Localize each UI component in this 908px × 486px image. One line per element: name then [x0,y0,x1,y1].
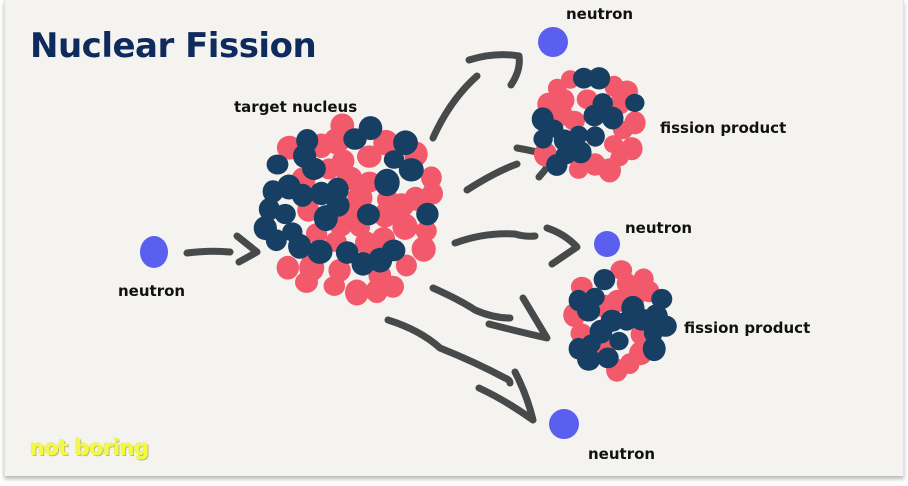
nucleon-proton [276,255,299,280]
nucleon-proton [355,231,378,255]
nucleon-proton [547,78,567,99]
nucleon-neutron [593,269,616,291]
nucleon-proton [604,135,624,154]
nucleon-neutron [274,203,296,225]
nucleon-neutron [288,233,312,259]
nucleon-proton [610,149,629,167]
arrow-to-bottom-neutron [384,316,537,424]
arrow-to-top-neutron [429,51,523,142]
nucleon-neutron [358,116,383,141]
nucleon-neutron [544,119,564,138]
emitted-neutron-top [538,27,568,57]
nucleon-neutron [570,141,592,164]
nucleon-neutron [335,241,359,264]
emitted-neutron-bottom [549,409,579,439]
nucleon-neutron [374,168,400,197]
nucleon-neutron [383,150,405,169]
nucleon-proton [411,236,436,262]
arrow-to-middle-neutron [451,224,581,268]
label-target-nucleus: target nucleus [234,98,358,116]
nucleon-neutron [546,154,568,176]
nucleon-proton [331,149,355,173]
nucleon-neutron [393,130,418,155]
label-neutron-bottom: neutron [588,445,656,463]
nucleon-neutron [585,126,605,147]
arrow-head [485,294,551,342]
nucleon-neutron [326,194,350,217]
label-neutron-middle: neutron [625,219,693,237]
fission-product-bottom [563,260,677,382]
nucleon-proton [365,279,388,304]
fission-illustration [140,27,677,439]
nucleon-proton [568,159,589,179]
nucleon-proton [610,260,633,280]
arrow-head [475,368,537,424]
diagram-card: Nuclear Fission [4,0,904,476]
label-incoming-neutron: neutron [118,282,186,300]
nucleon-proton [345,279,369,306]
nucleon-neutron [307,239,333,264]
incoming-neutron [140,236,168,268]
nucleon-neutron [585,287,605,307]
arrow-head [543,224,581,268]
nucleon-neutron [573,67,595,89]
arrow-head [233,232,261,266]
nucleon-neutron [368,247,393,273]
nucleon-neutron [654,315,677,337]
arrow-incoming-to-nucleus [183,232,261,266]
nucleon-proton [328,259,351,282]
arrow-shaft [463,160,521,194]
label-fission-product-top: fission product [660,119,787,137]
nucleon-neutron [309,181,333,206]
nucleon-neutron [293,144,317,168]
brand-logo: not boring [30,436,149,460]
nucleon-neutron [581,334,601,354]
nucleon-proton [357,145,382,168]
nucleon-proton [422,182,443,205]
nucleon-neutron [253,216,277,241]
nucleon-proton [415,220,437,242]
nucleon-neutron [588,67,611,90]
nucleon-neutron [583,104,606,127]
nucleon-neutron [609,331,629,351]
arrow-shaft [429,72,481,142]
arrow-to-bottom-fission-product [429,284,551,342]
nucleon-neutron [356,203,380,226]
nucleon-proton [388,193,415,218]
target-nucleus [253,113,443,306]
fission-product-top [531,67,646,183]
nucleon-neutron [277,174,301,200]
nucleon-neutron [630,308,653,331]
arrow-head [465,51,523,89]
arrow-shaft [451,230,539,247]
nucleon-neutron [651,288,673,310]
label-neutron-top: neutron [566,5,634,23]
nucleon-neutron [642,336,666,362]
nucleon-neutron [625,93,645,112]
nucleon-proton [395,254,417,277]
emitted-neutron-middle [594,231,620,257]
nucleon-neutron [569,125,589,144]
nucleon-proton [392,213,418,240]
nucleon-proton [373,129,399,156]
label-fission-product-bottom: fission product [684,319,811,337]
diagram-title: Nuclear Fission [30,26,317,66]
nucleon-neutron [416,202,439,226]
nucleon-neutron [568,289,589,312]
nucleon-proton [624,111,646,135]
arrow-shaft [183,247,234,257]
nucleon-neutron [266,154,289,175]
arrow-shaft [429,284,514,322]
nucleon-neutron [597,347,619,369]
arrow-shaft [384,316,514,387]
nucleon-neutron [258,197,280,221]
nucleon-neutron [398,158,424,182]
